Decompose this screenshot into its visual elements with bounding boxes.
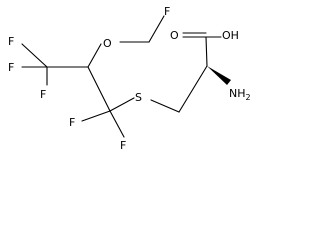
atom-label-nh2: NH2 [229,87,251,102]
wedge-bond-calpha-n [207,66,231,85]
atom-label-f2: F [8,61,14,74]
atom-label-f-ch2f: F [164,5,170,18]
bond-c3-f5 [109,110,125,138]
molecule-structure: F F F O F F F S O OH NH2 [8,5,251,152]
bond-calpha-ccooh [205,36,208,67]
bond-ch2-calpha [178,65,208,113]
bond-ch2-f [148,15,165,43]
atom-label-nh: NH [229,87,246,100]
atom-label-f5: F [120,139,126,152]
atom-label-o-carbonyl: O [170,29,179,42]
bond-s-ch2 [150,99,180,113]
bond-c3-s [109,97,135,112]
atom-label-oh: OH [222,29,239,42]
atom-label-f3: F [40,88,46,101]
atom-labels: F F F O F F F S O OH NH2 [8,5,251,152]
bonds [21,15,231,138]
atom-label-f1: F [8,35,14,48]
bond-f1-c1 [21,43,48,68]
bond-c2-o [87,43,102,68]
atom-label-o-ether: O [103,37,112,50]
bond-c2-c3 [87,66,111,112]
atom-label-s: S [135,91,142,104]
atom-label-f4: F [69,116,75,129]
bond-c3-f4 [81,110,111,122]
atom-label-nh2-subscript: 2 [246,93,251,102]
